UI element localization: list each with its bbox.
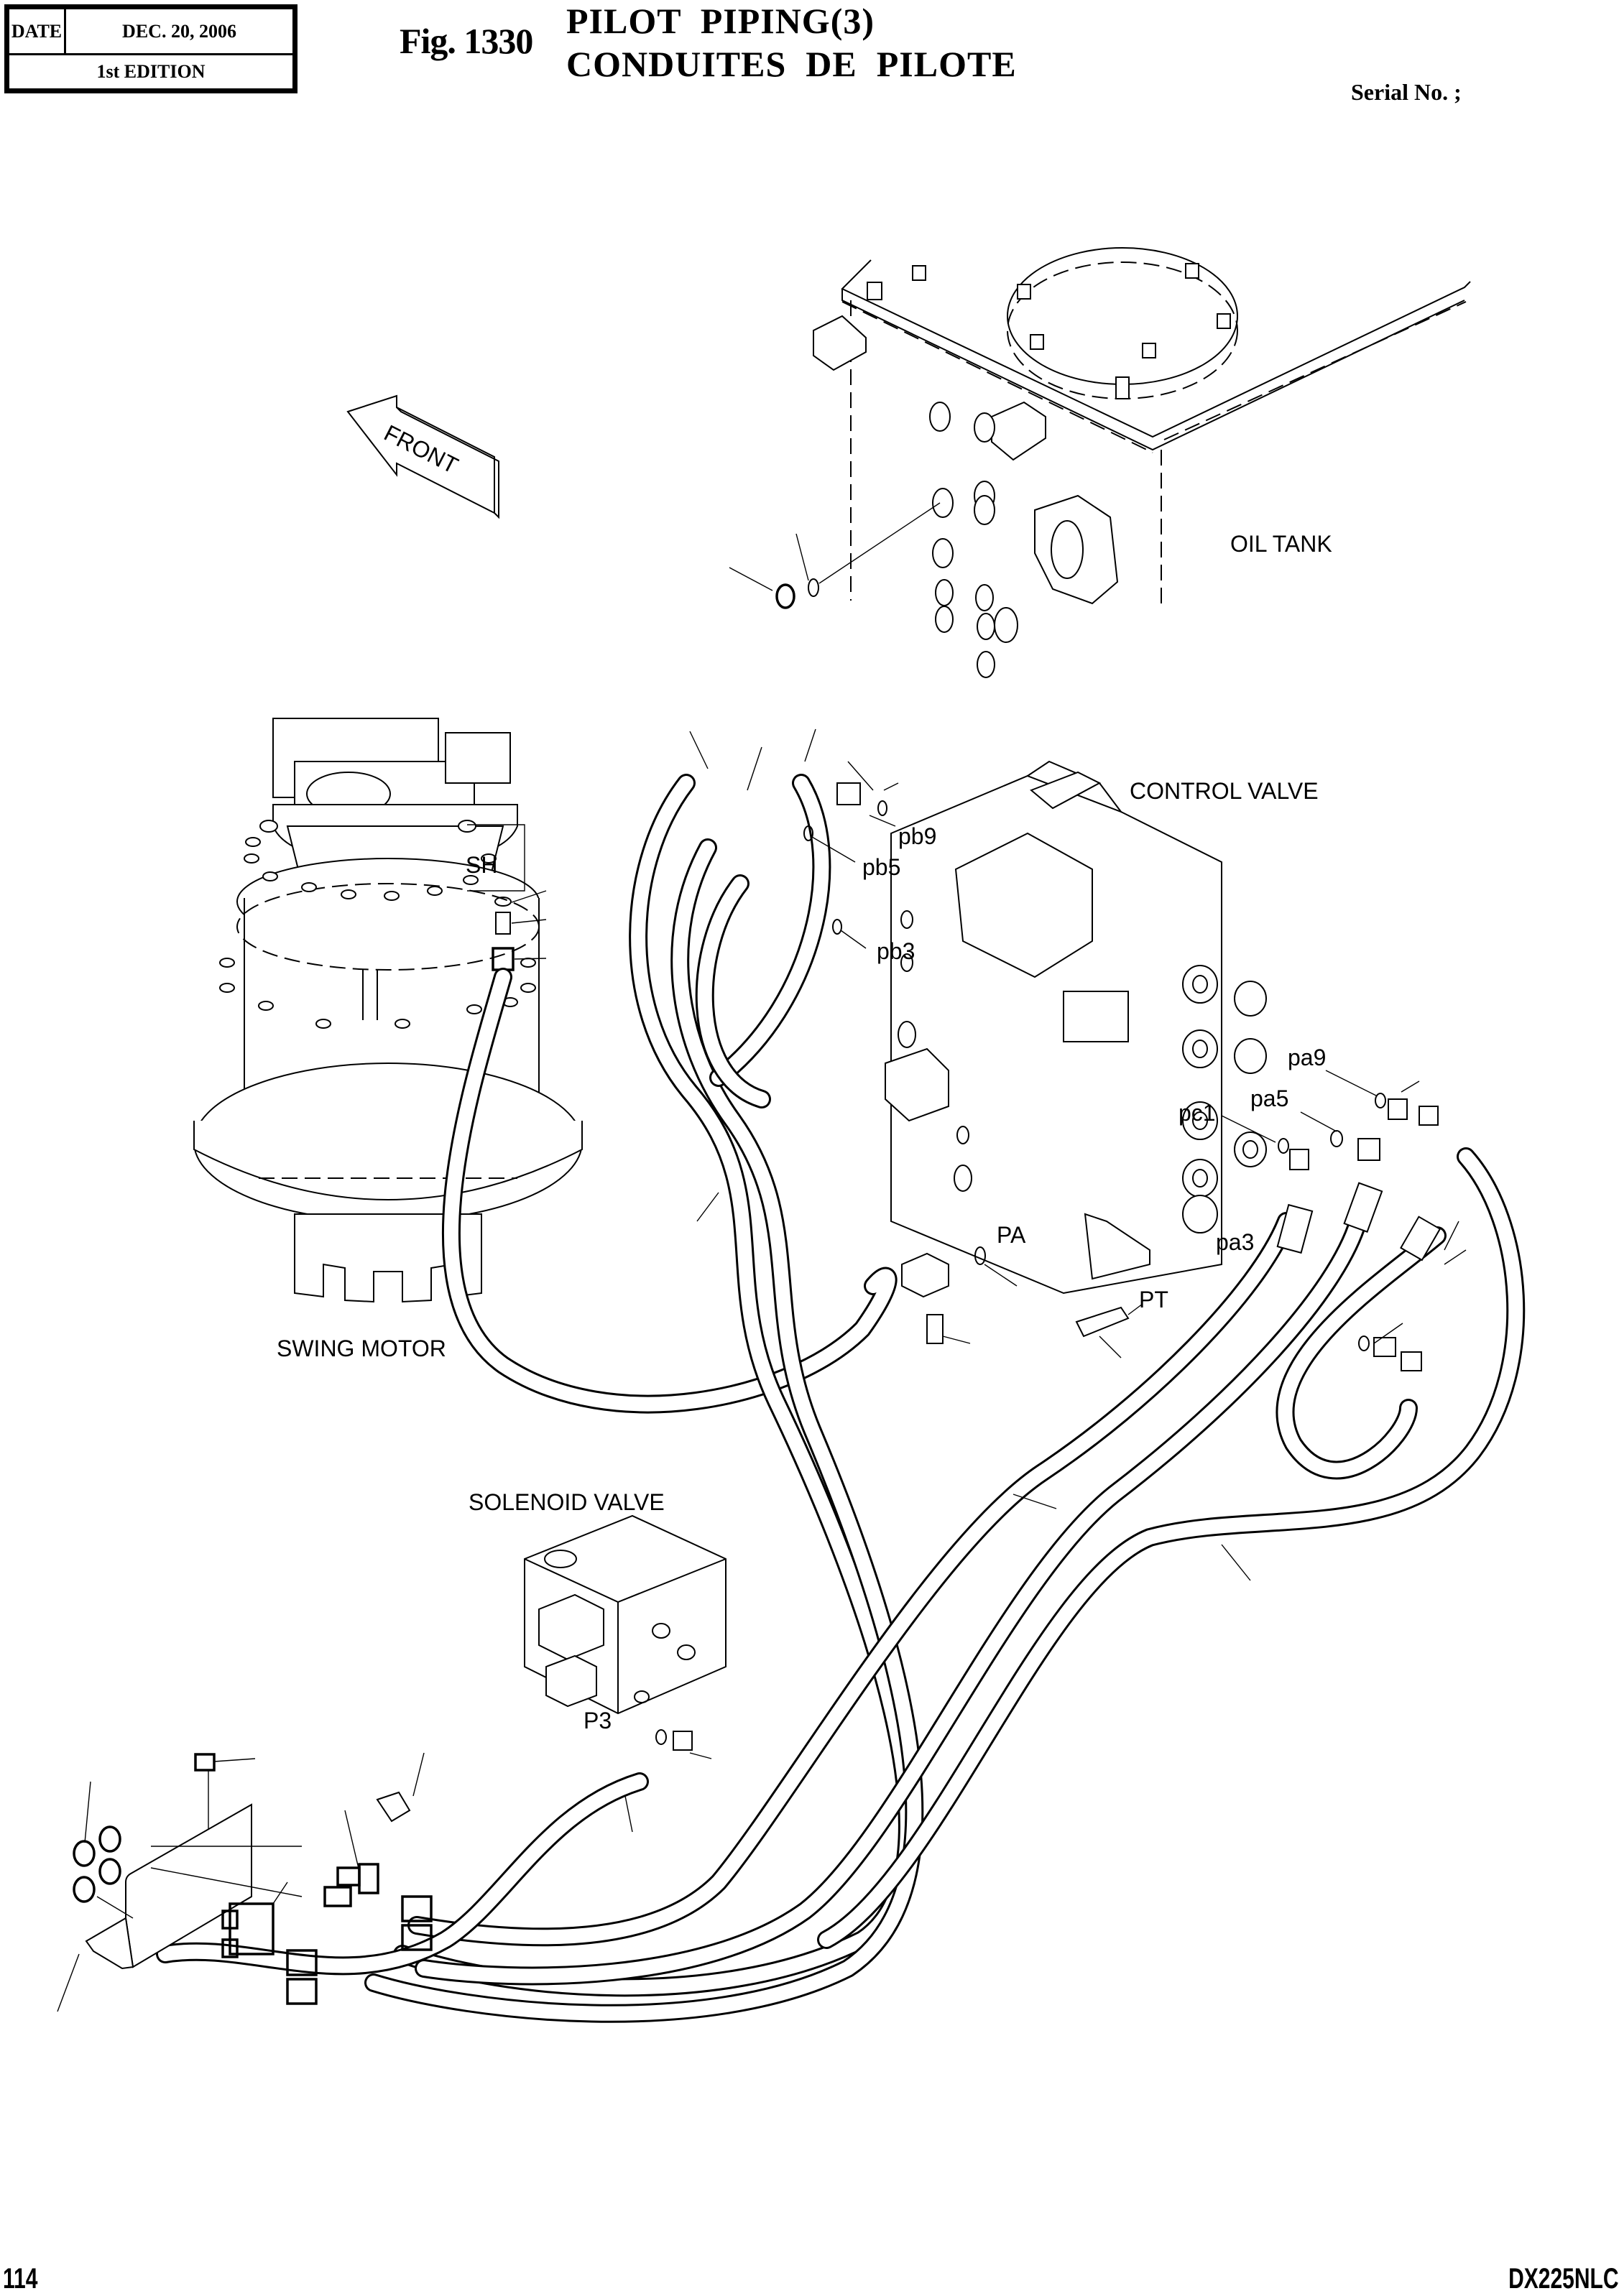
valve-spools (1182, 965, 1267, 1233)
date-value: DEC. 20, 2006 (122, 20, 236, 42)
solenoid-valve: P3 SOLENOID VALVE (469, 1489, 727, 1759)
swing-motor-bolts (244, 820, 497, 901)
title-french: CONDUITES DE PILOTE (566, 44, 1017, 84)
edition-label: 1st EDITION (96, 61, 206, 82)
control-valve: CONTROL VALVE (885, 760, 1319, 1295)
oil-tank: OIL TANK (729, 247, 1471, 678)
solenoid-valve-label: SOLENOID VALVE (469, 1489, 665, 1515)
port-label-pa3: pa3 (1216, 1229, 1254, 1255)
oil-tank-port-bosses (929, 402, 1018, 678)
front-direction-arrow: FRONT (346, 394, 499, 519)
port-label-sh: SH (466, 852, 497, 878)
port-label-pa: PA (997, 1222, 1026, 1248)
port-label-pa5: pa5 (1250, 1085, 1288, 1111)
oil-tank-label: OIL TANK (1230, 531, 1332, 557)
date-row: DATE DEC. 20, 2006 (9, 9, 292, 55)
hose-leader-lines (412, 728, 1467, 1833)
port-label-pb3: pb3 (877, 938, 915, 964)
figure-number: Fig. 1330 (400, 21, 533, 61)
title-english: PILOT PIPING(3) (566, 1, 875, 41)
serial-number-label: Serial No. ; (1351, 79, 1462, 105)
page-number: 114 (3, 2263, 38, 2295)
port-label-pa9: pa9 (1288, 1045, 1326, 1070)
port-label-pb9: pb9 (898, 823, 936, 849)
edition-info-box: DATE DEC. 20, 2006 1st EDITION (4, 4, 297, 93)
swing-motor-label: SWING MOTOR (277, 1336, 446, 1361)
control-valve-label: CONTROL VALVE (1130, 778, 1319, 804)
date-label: DATE (9, 9, 66, 53)
model-number: DX225NLC (1508, 2263, 1619, 2295)
hose-bracket-assembly (57, 1753, 433, 2012)
port-label-pc1: pc1 (1178, 1100, 1216, 1126)
pilot-hoses (156, 774, 1526, 2023)
control-valve-ports: pb9 pb5 pb3 pa9 pa5 pc1 pa3 PA PT (803, 782, 1386, 1358)
port-label-pb5: pb5 (862, 854, 900, 880)
cover-bolts (867, 263, 1231, 399)
port-label-p3: P3 (584, 1708, 612, 1733)
right-side-fittings (1276, 1080, 1442, 1371)
port-label-pt: PT (1139, 1287, 1168, 1313)
swing-motor: SH SWING MOTOR (193, 718, 583, 1361)
